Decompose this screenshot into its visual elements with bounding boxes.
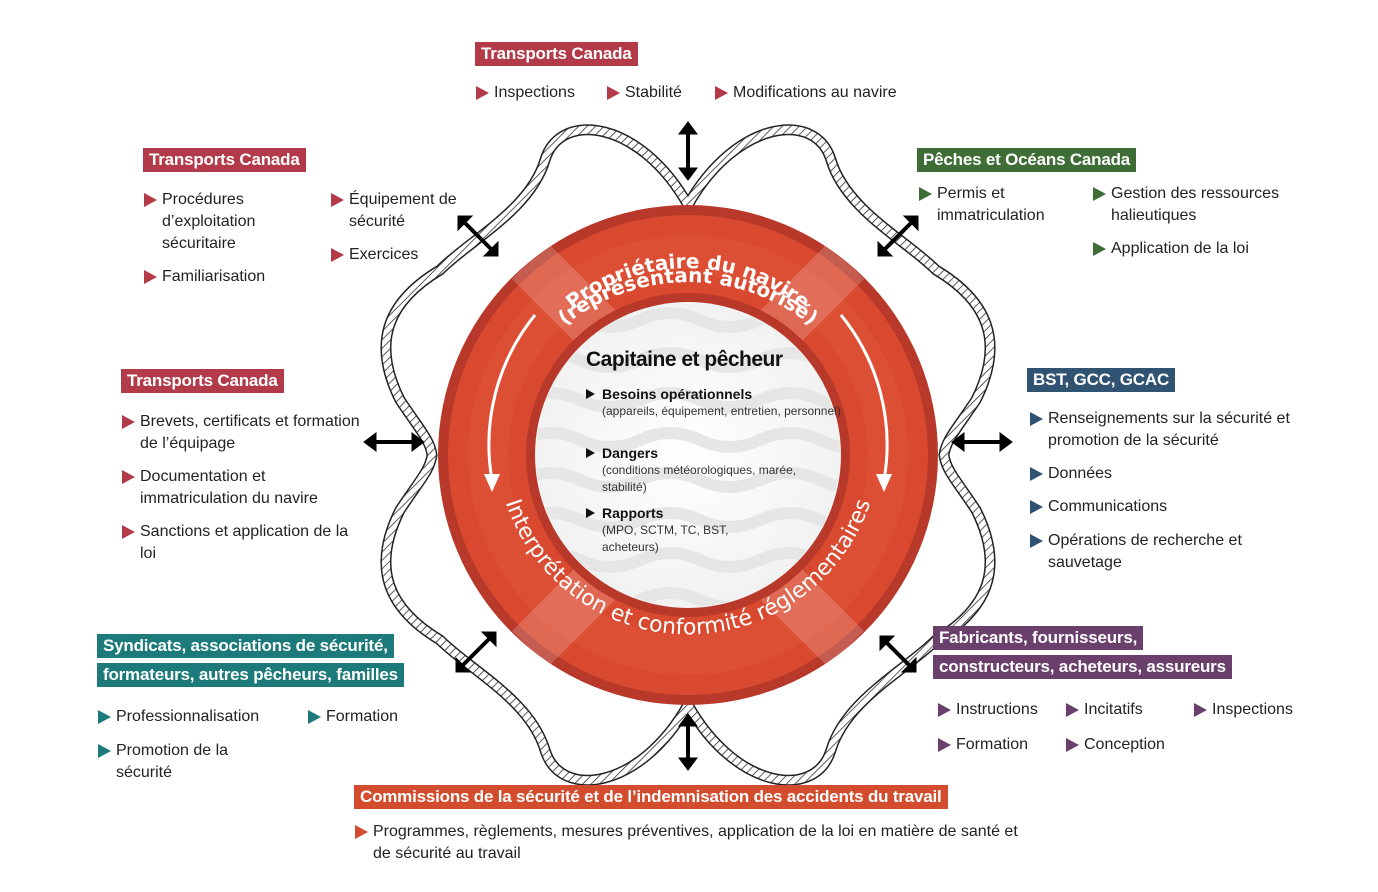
group-bottom-right-title: Fabricants, fournisseurs, constructeurs,… (933, 626, 1232, 684)
group-bottom-right-item: Incitatifs (1066, 699, 1143, 721)
triangle-bullet-icon (1093, 187, 1106, 201)
triangle-bullet-icon (586, 389, 595, 399)
center-item-rapports: Rapports (MPO, SCTM, TC, BST, acheteurs) (584, 505, 752, 556)
triangle-bullet-icon (331, 193, 344, 207)
triangle-bullet-icon (355, 825, 368, 839)
arrow-top (678, 121, 698, 181)
group-top-right-item: Application de la loi (1093, 238, 1249, 260)
arrow-bottom-left (455, 631, 497, 673)
group-right-item: Communications (1030, 496, 1167, 518)
triangle-bullet-icon (331, 248, 344, 262)
group-bottom-left-title: Syndicats, associations de sécurité, for… (97, 634, 404, 692)
group-right-item: Opérations de recherche et sauvetage (1030, 530, 1298, 574)
triangle-bullet-icon (586, 448, 595, 458)
group-top-item: Stabilité (607, 82, 682, 104)
group-bottom-right-item: Conception (1066, 734, 1165, 756)
triangle-bullet-icon (607, 86, 620, 100)
group-bottom-left-item: Promotion de la sécurité (98, 740, 266, 784)
triangle-bullet-icon (1030, 500, 1043, 514)
triangle-bullet-icon (476, 86, 489, 100)
group-top-item: Modifications au navire (715, 82, 897, 104)
group-right-title: BST, GCC, GCAC (1027, 368, 1176, 392)
group-right-item: Renseignements sur la sécurité et promot… (1030, 408, 1338, 452)
group-top-left-title: Transports Canada (143, 148, 306, 172)
group-left-item: Documentation et immatriculation du navi… (122, 466, 370, 510)
group-left-item: Sanctions et application de la loi (122, 521, 350, 565)
group-right-item: Données (1030, 463, 1112, 485)
group-top-left-item: Procédures d’exploitation sécuritaire (144, 189, 312, 255)
triangle-bullet-icon (144, 193, 157, 207)
group-top-left-item: Familiarisation (144, 266, 265, 288)
center-title: Capitaine et pêcheur (586, 348, 783, 371)
flow-arrow-left (484, 314, 537, 492)
group-bottom-left-item: Formation (308, 706, 398, 728)
arrow-right (951, 432, 1013, 452)
triangle-bullet-icon (1030, 412, 1043, 426)
triangle-bullet-icon (122, 415, 135, 429)
group-top-left-item: Équipement de sécurité (331, 189, 469, 233)
center-item-dangers: Dangers (conditions météorologiques, mar… (584, 445, 842, 496)
triangle-bullet-icon (98, 710, 111, 724)
triangle-bullet-icon (1030, 467, 1043, 481)
group-top-right-item: Gestion des ressources halieutiques (1093, 183, 1321, 227)
triangle-bullet-icon (308, 710, 321, 724)
group-bottom-left-item: Professionnalisation (98, 706, 259, 728)
triangle-bullet-icon (1093, 242, 1106, 256)
triangle-bullet-icon (938, 738, 951, 752)
group-bottom-right-item: Instructions (938, 699, 1038, 721)
triangle-bullet-icon (144, 270, 157, 284)
triangle-bullet-icon (938, 703, 951, 717)
triangle-bullet-icon (1030, 534, 1043, 548)
group-top-left-item: Exercices (331, 244, 418, 266)
triangle-bullet-icon (98, 744, 111, 758)
triangle-bullet-icon (919, 187, 932, 201)
arrow-left (363, 432, 425, 452)
group-top-title: Transports Canada (475, 42, 638, 66)
triangle-bullet-icon (586, 508, 595, 518)
triangle-bullet-icon (122, 525, 135, 539)
group-top-right-title: Pêches et Océans Canada (917, 148, 1137, 172)
triangle-bullet-icon (122, 470, 135, 484)
group-bottom-title: Commissions de la sécurité et de l’indem… (354, 785, 948, 809)
center-item-besoins: Besoins opérationnels (appareils, équipe… (584, 386, 842, 420)
triangle-bullet-icon (715, 86, 728, 100)
arrow-top-right (877, 215, 919, 257)
group-top-right-item: Permis et immatriculation (919, 183, 1087, 227)
arrow-bottom (678, 713, 698, 771)
triangle-bullet-icon (1066, 703, 1079, 717)
flow-arrow-right (839, 314, 892, 492)
arrow-bottom-right (879, 635, 917, 673)
group-top-item: Inspections (476, 82, 575, 104)
group-bottom-right-item: Inspections (1194, 699, 1293, 721)
group-bottom-item: Programmes, règlements, mesures préventi… (355, 821, 1033, 865)
group-left-title: Transports Canada (121, 369, 284, 393)
arrow-top-left (457, 215, 499, 257)
triangle-bullet-icon (1066, 738, 1079, 752)
group-bottom-right-item: Formation (938, 734, 1028, 756)
lifebuoy-ring: Propriétaire du navire (représentant aut… (438, 205, 938, 705)
triangle-bullet-icon (1194, 703, 1207, 717)
group-left-item: Brevets, certificats et formation de l’é… (122, 411, 360, 455)
